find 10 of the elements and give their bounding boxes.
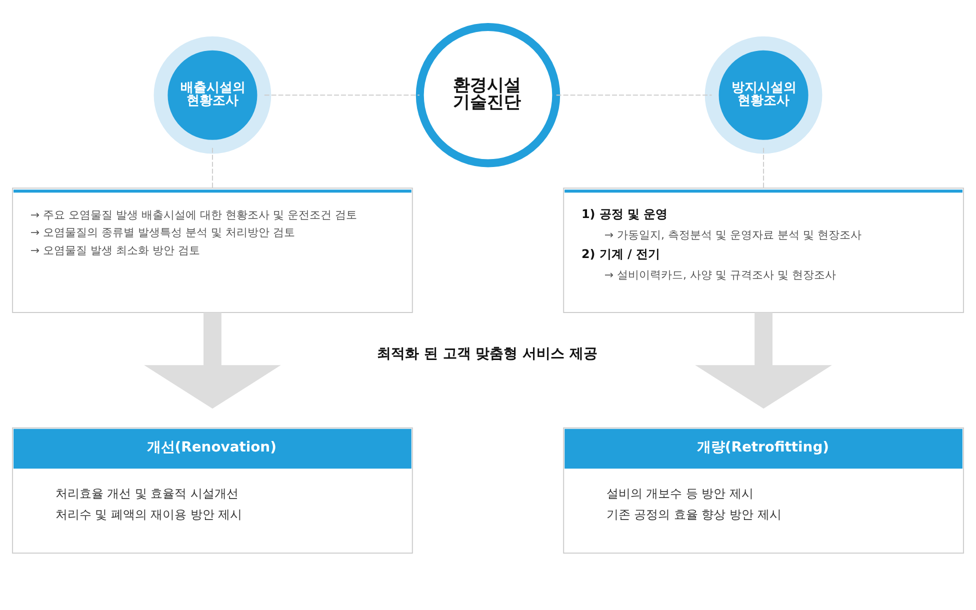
connector <box>264 94 420 96</box>
connector <box>763 147 764 189</box>
node-circle: 환경시설 기술진단 <box>416 23 560 168</box>
label: 최적화 된 고객 맞춤형 서비스 제공 <box>377 346 598 362</box>
arrow <box>144 312 281 409</box>
node-circle: 배출시설의 현황조사 <box>154 36 272 154</box>
node-circle: 방지시설의 현황조사 <box>704 36 822 154</box>
arrow <box>695 312 832 409</box>
connector <box>212 147 213 189</box>
connector <box>556 94 712 96</box>
